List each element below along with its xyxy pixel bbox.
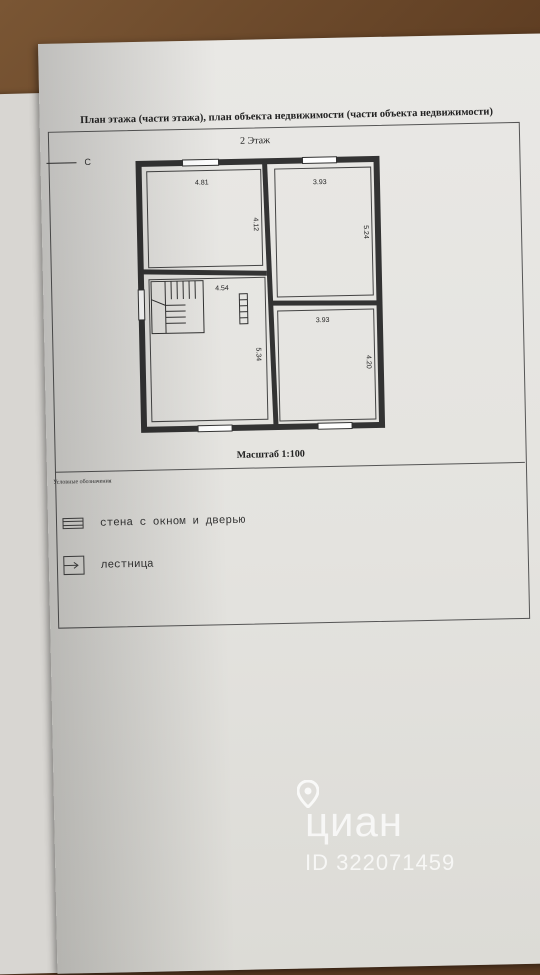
room-length-label: 4.20: [365, 355, 372, 369]
window-icon: [198, 425, 232, 432]
watermark-brand: циан: [305, 798, 403, 846]
room-top-right-outline: [275, 167, 374, 297]
staircase-icon: [151, 281, 204, 334]
legend-title: Условные обозначения: [53, 479, 111, 486]
room-length-label: 5.24: [362, 225, 369, 239]
floor-label: 2 Этаж: [240, 135, 270, 147]
window-icon: [182, 159, 218, 166]
north-indicator: С: [46, 157, 91, 168]
window-icon: [302, 157, 336, 164]
legend-item-stairs: лестница: [63, 554, 154, 576]
window-icon: [138, 290, 145, 320]
room-width-label: 3.93: [313, 179, 327, 186]
room-length-label: 4.12: [252, 217, 259, 231]
watermark-id: ID 322071459: [305, 850, 455, 876]
outer-wall: [139, 159, 383, 430]
wall-window-icon: [62, 517, 84, 529]
inner-wall-right: [271, 301, 379, 305]
inner-wall-vertical: [265, 161, 277, 427]
room-width-label: 4.54: [215, 285, 229, 292]
room-bottom-right-outline: [278, 309, 376, 421]
room-bottom-left-outline: [149, 277, 268, 421]
ladder-icon: [239, 294, 248, 324]
inner-wall-left: [141, 269, 267, 276]
stairs-icon: [63, 555, 85, 575]
scale-label: Масштаб 1:100: [237, 449, 305, 461]
legend-label: лестница: [101, 559, 154, 572]
north-label: С: [84, 157, 91, 167]
room-length-label: 5.34: [254, 347, 261, 361]
watermark: циан ID 322071459: [275, 780, 515, 890]
room-width-label: 4.81: [195, 179, 209, 186]
north-arrow-icon: [46, 162, 76, 164]
floor-plan: 4.81 4.12 3.93 5.24 4.54 5.34 3.93 4.20: [132, 155, 388, 440]
window-icon: [318, 423, 352, 430]
room-width-label: 3.93: [316, 317, 330, 324]
